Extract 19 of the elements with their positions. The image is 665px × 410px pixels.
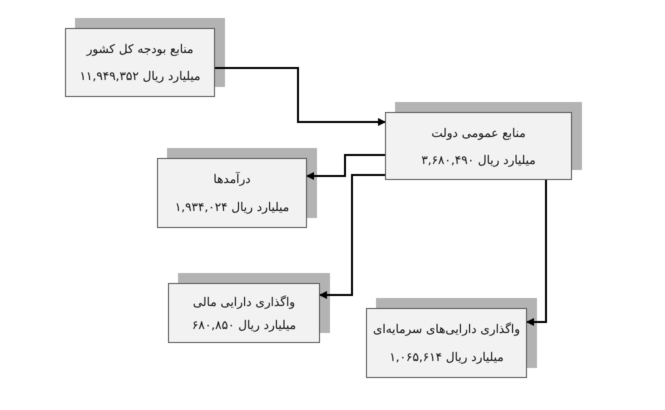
amount-text: میلیارد ریال ۱۱,۹۴۹,۳۵۲ [80,69,200,84]
process-box [157,158,307,228]
arrow [526,180,547,326]
arrow [215,67,386,126]
process-box [65,28,215,97]
process-box [168,283,320,343]
amount-text: میلیارد ریال ۳,۶۸۰,۴۹۰ [421,152,536,166]
arrow [306,154,385,180]
amount-text: میلیارد ریال ۶۸۰,۸۵۰ [192,318,296,332]
box-title: منابع عمومی دولت [431,126,526,140]
arrow [319,174,385,299]
box-title: واگذاری دارایی‌های سرمایه‌ای [372,322,520,336]
process-box [385,112,572,180]
box-title: واگذاری دارایی مالی [192,294,296,308]
amount-text: میلیارد ریال ۱,۰۶۵,۶۱۴ [389,350,504,364]
amount-text: میلیارد ریال ۱,۹۳۴,۰۲۴ [174,200,290,214]
process-box [366,308,527,378]
box-title: منابع بودجه کل کشور [86,42,194,56]
box-title: درآمدها [213,172,251,186]
